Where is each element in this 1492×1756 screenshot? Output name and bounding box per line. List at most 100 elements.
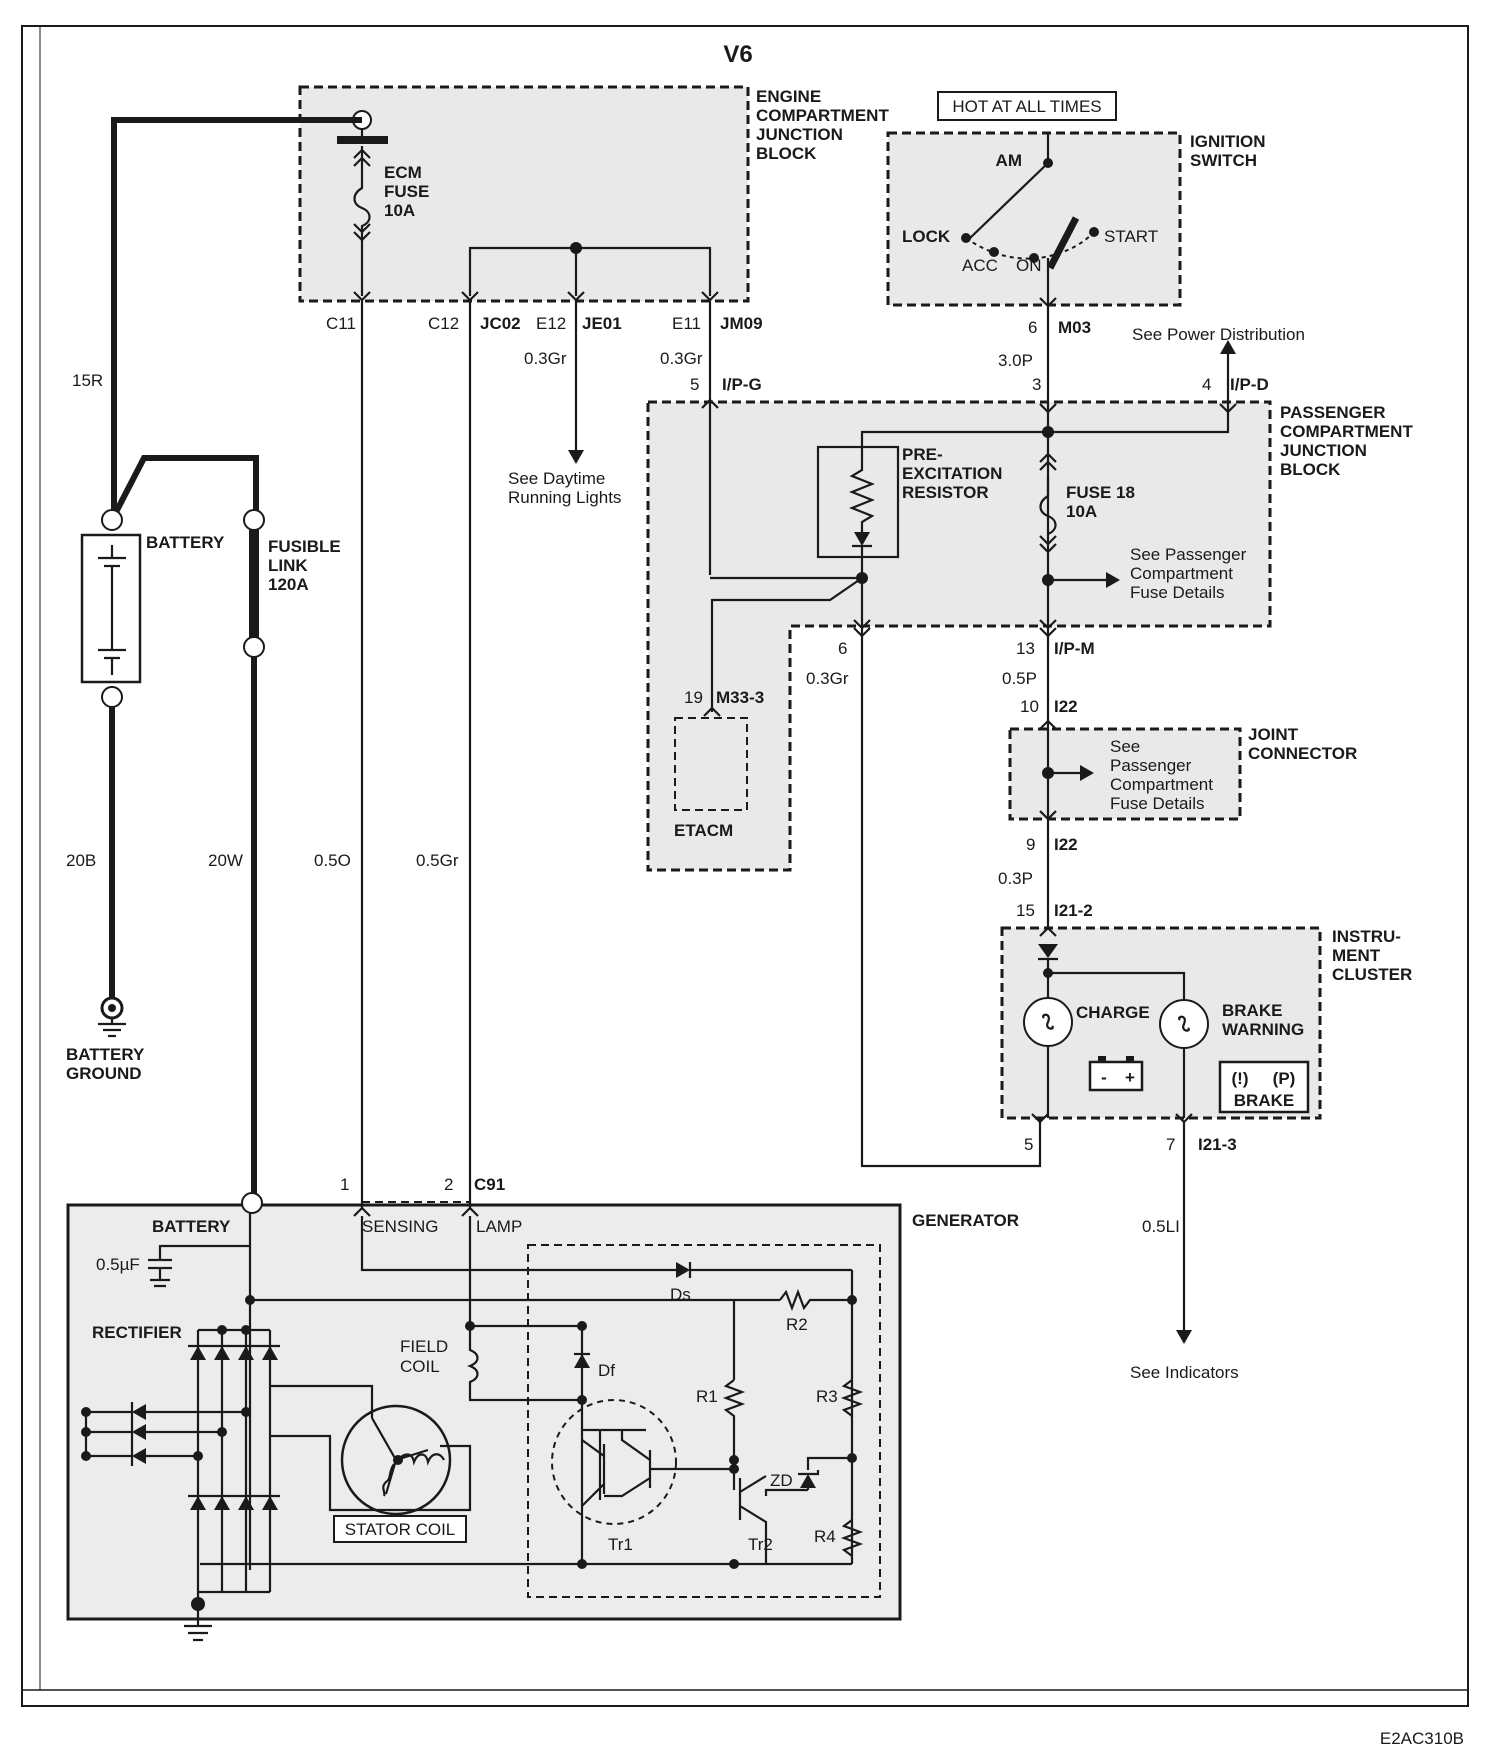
gen-sensing-label: SENSING	[362, 1217, 439, 1236]
gen-lamp-label: LAMP	[476, 1217, 522, 1236]
hot-at-all-times-label: HOT AT ALL TIMES	[952, 97, 1101, 116]
wire-charge-lamp-return	[860, 645, 1042, 1168]
rectifier-label: RECTIFIER	[92, 1323, 182, 1342]
connector-i22-b: I22	[1054, 835, 1078, 854]
ign-pos-on: ON	[1016, 256, 1042, 275]
diode-df	[574, 1354, 590, 1368]
connector-c91: C91	[474, 1175, 505, 1194]
connector-i22-a: I22	[1054, 697, 1078, 716]
label-r4: R4	[814, 1527, 836, 1546]
resistor-r4	[840, 1519, 864, 1557]
pin-c12: C12	[428, 314, 459, 333]
fuse-18-symbol	[1039, 476, 1057, 536]
wire-label-03gr-a: 0.3Gr	[524, 349, 567, 368]
pre-excitation-resistor-symbol	[849, 455, 875, 532]
wire-fusible-jumper	[111, 455, 259, 520]
battery-positive-terminal	[101, 509, 123, 531]
ecm-fuse-label: ECM FUSE 10A	[384, 163, 434, 220]
resistor-r3	[840, 1379, 864, 1417]
ignition-start-bar	[1046, 216, 1080, 270]
pin-2-c91: 2	[444, 1175, 453, 1194]
charge-label: CHARGE	[1076, 1003, 1150, 1022]
brake-warning-label: BRAKE WARNING	[1222, 1001, 1304, 1039]
arrow-power-distribution	[1220, 340, 1236, 354]
label-df: Df	[598, 1361, 615, 1380]
resistor-r2	[779, 1288, 852, 1312]
ignition-switch-blade	[967, 162, 1049, 241]
connector-jc02: JC02	[480, 314, 521, 333]
transistor-tr1	[581, 1428, 734, 1507]
label-ds: Ds	[670, 1285, 691, 1304]
field-coil-symbol	[467, 1326, 582, 1402]
see-passenger-fuse-details: See Passenger Compartment Fuse Details	[1130, 545, 1251, 602]
label-tr2: Tr2	[748, 1535, 773, 1554]
ignition-switch-label: IGNITION SWITCH	[1190, 132, 1270, 170]
connector-je01: JE01	[582, 314, 622, 333]
field-coil-label: FIELD COIL	[400, 1337, 453, 1376]
charge-battery-icon	[1088, 1060, 1144, 1092]
see-drl-ref: See Daytime Running Lights	[508, 469, 621, 507]
diode-ds	[676, 1262, 690, 1278]
see-indicators: See Indicators	[1130, 1363, 1239, 1382]
label-r2: R2	[786, 1315, 808, 1334]
cluster-diode	[1038, 944, 1058, 958]
ign-pos-am: AM	[996, 151, 1022, 170]
wire-label-03p: 0.3P	[998, 869, 1033, 888]
ign-pos-start: START	[1104, 227, 1158, 246]
stator-coil-label: STATOR COIL	[345, 1520, 456, 1539]
wire-label-15r: 15R	[72, 371, 103, 390]
connector-ipm: I/P-M	[1054, 639, 1095, 658]
label-tr1: Tr1	[608, 1535, 633, 1554]
capacitor-symbol	[148, 1244, 250, 1288]
diagram-frame	[21, 25, 1469, 1707]
resistor-r1	[722, 1379, 746, 1460]
pin-13-ipm: 13	[1016, 639, 1035, 658]
ecm-fuse-symbol	[353, 146, 371, 296]
ignition-switch-arc	[965, 231, 1095, 260]
instrument-cluster-label: INSTRU- MENT CLUSTER	[1332, 927, 1412, 984]
gen-battery-terminal-label: BATTERY	[152, 1217, 231, 1236]
capacitor-label: 0.5µF	[96, 1255, 140, 1274]
diagram-title: V6	[723, 41, 752, 68]
wire-15r	[111, 117, 362, 516]
stator-coil-symbol	[340, 1404, 452, 1516]
label-r3: R3	[816, 1387, 838, 1406]
pre-excitation-resistor-label: PRE- EXCITATION RESISTOR	[902, 445, 1007, 502]
pin-e12: E12	[536, 314, 566, 333]
passenger-junction-block-label: PASSENGER COMPARTMENT JUNCTION BLOCK	[1280, 403, 1418, 479]
label-zd: ZD	[770, 1471, 793, 1490]
passenger-junction-block-box	[646, 400, 1272, 872]
fusible-link-terminal-top	[243, 509, 265, 531]
connector-m33-3: M33-3	[716, 688, 764, 707]
pin-6-m03: 6	[1028, 318, 1037, 337]
joint-connector-see: See Passenger Compartment Fuse Details	[1110, 737, 1218, 813]
wire-label-20w: 20W	[208, 851, 243, 870]
pin-19: 19	[684, 688, 703, 707]
pin-3: 3	[1032, 375, 1041, 394]
arrow-indicators	[1176, 1330, 1192, 1344]
brake-warning-icon	[1218, 1060, 1310, 1114]
brake-icon-p: (P)	[1273, 1069, 1296, 1088]
pin-9: 9	[1026, 835, 1035, 854]
wire-label-05li: 0.5LI	[1142, 1217, 1180, 1236]
ign-pos-lock: LOCK	[902, 227, 951, 246]
connector-m03: M03	[1058, 318, 1091, 337]
fusible-link-terminal-bottom	[243, 636, 265, 658]
engine-junction-block-label: ENGINE COMPARTMENT JUNCTION BLOCK	[756, 87, 894, 163]
pin-15: 15	[1016, 901, 1035, 920]
connector-jm09: JM09	[720, 314, 763, 333]
battery-negative-terminal	[101, 686, 123, 708]
pin-4: 4	[1202, 375, 1211, 394]
connector-i21-3: I21-3	[1198, 1135, 1237, 1154]
pin-5-ipg: 5	[690, 375, 699, 394]
arrow-drl	[568, 450, 584, 464]
label-r1: R1	[696, 1387, 718, 1406]
wire-label-03gr-c: 0.3Gr	[806, 669, 849, 688]
wire-label-30p: 3.0P	[998, 351, 1033, 370]
see-power-distribution: See Power Distribution	[1132, 325, 1305, 344]
wire-label-05p: 0.5P	[1002, 669, 1037, 688]
pre-excitation-resistor-box	[816, 445, 900, 559]
pin-1-c91: 1	[340, 1175, 349, 1194]
generator-ground-symbol	[184, 1624, 212, 1642]
